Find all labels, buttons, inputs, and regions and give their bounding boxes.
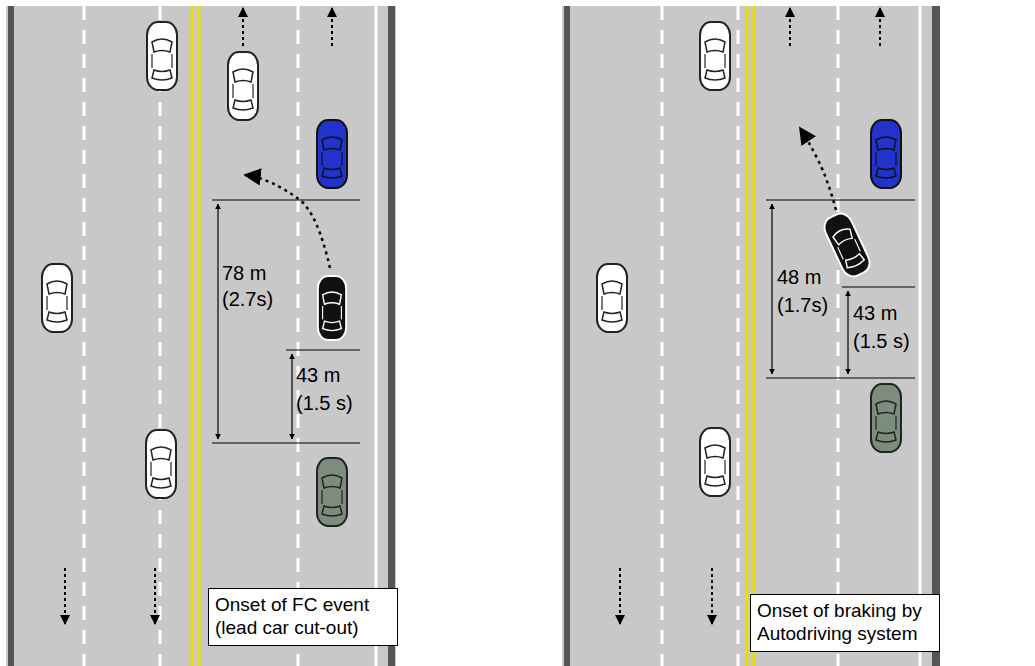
dimension-label: 78 m [222,262,266,284]
dimension-label: 48 m [777,266,821,288]
dimension-label: (1.5 s) [296,392,353,414]
caption-text: Onset of FC event (lead car cut-out) [215,594,391,640]
dimension-label: (1.7s) [777,294,828,316]
right-road [562,6,940,666]
caption-box: Onset of FC event (lead car cut-out) [208,588,398,646]
dimension-label: 43 m [853,302,897,324]
dimension-label: 43 m [296,364,340,386]
dimension-label: (2.7s) [222,288,273,310]
dimension-label: (1.5 s) [853,330,910,352]
caption-box: Onset of braking by Autodriving system [750,594,940,652]
left-road [6,6,396,666]
caption-text: Onset of braking by Autodriving system [757,600,933,646]
